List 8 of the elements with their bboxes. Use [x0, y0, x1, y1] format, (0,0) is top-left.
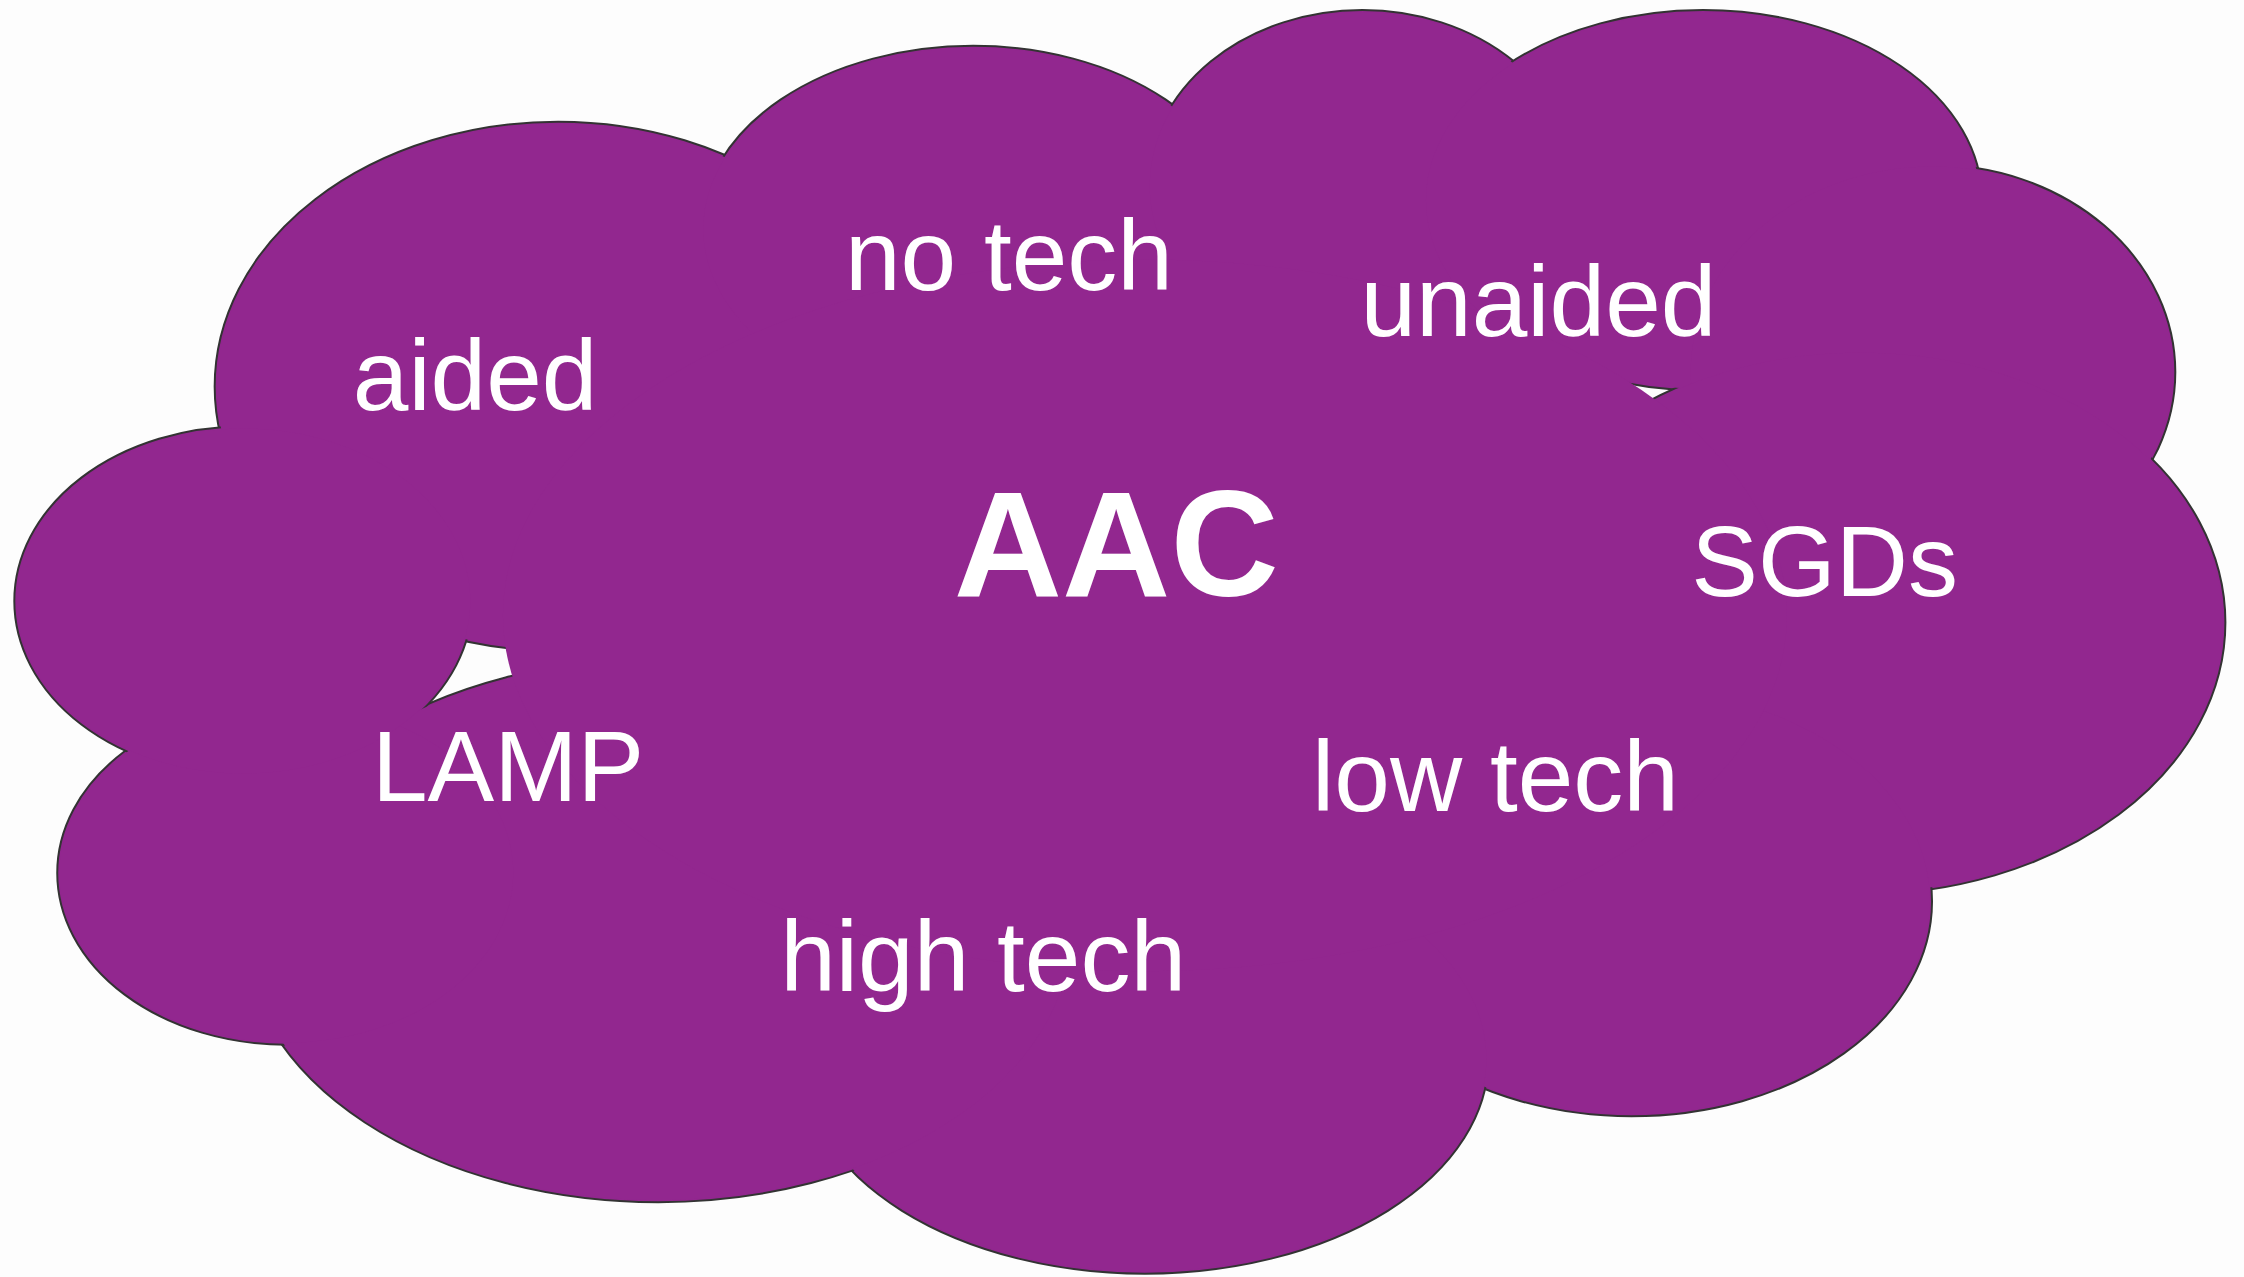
term-label: no tech — [844, 199, 1173, 310]
term-label: unaided — [1360, 245, 1717, 356]
term-label: LAMP — [371, 710, 645, 821]
term-label: high tech — [780, 901, 1187, 1011]
term-label: SGDs — [1691, 506, 1958, 616]
term-label: aided — [352, 319, 598, 430]
central-term: AAC — [953, 461, 1279, 627]
term-label: low tech — [1312, 720, 1679, 831]
